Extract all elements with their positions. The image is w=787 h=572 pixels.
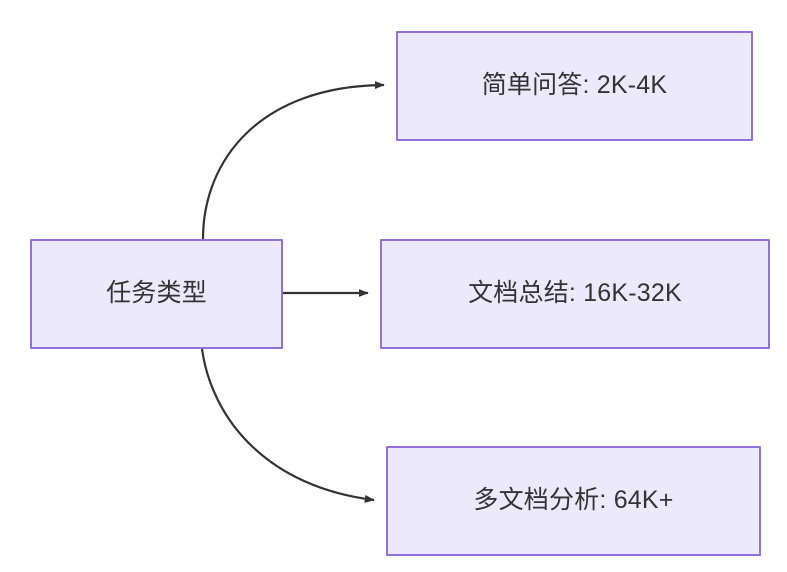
node-simple-qa[interactable]: 简单问答: 2K-4K (396, 31, 753, 141)
node-document-summary[interactable]: 文档总结: 16K-32K (380, 239, 770, 349)
edge-root-to-child-0 (201, 81, 385, 240)
node-root[interactable]: 任务类型 (30, 239, 283, 349)
edge-root-to-child-2 (200, 348, 375, 503)
node-simple-qa-label: 简单问答: 2K-4K (481, 71, 668, 100)
node-document-summary-label: 文档总结: 16K-32K (468, 279, 682, 308)
node-multi-document-analysis-label: 多文档分析: 64K+ (473, 486, 674, 515)
node-root-label: 任务类型 (106, 279, 207, 308)
node-multi-document-analysis[interactable]: 多文档分析: 64K+ (386, 446, 761, 556)
